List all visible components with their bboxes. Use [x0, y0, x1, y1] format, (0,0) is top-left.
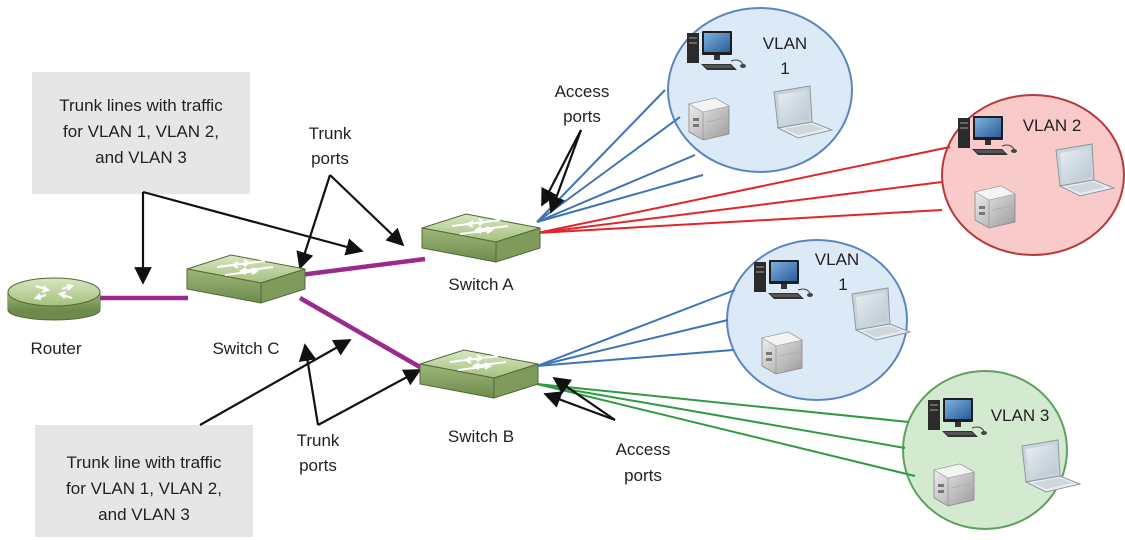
router-label: Router	[30, 339, 81, 358]
vlan2-printer-icon	[974, 185, 1016, 229]
trunk-links	[100, 256, 434, 376]
vlan3-label: VLAN 3	[991, 406, 1050, 425]
top-callout-line-1: Trunk lines with traffic	[59, 96, 223, 115]
access-ports-bottom-arrow-1	[552, 377, 616, 421]
trunk-ports-bottom-label-1: Trunk	[297, 431, 340, 450]
top-callout-arrow-switch-a	[142, 190, 364, 256]
vlan1-top-printer-icon	[688, 97, 730, 141]
vlan1-top-circle	[667, 7, 853, 173]
vlan1-middle-label-2: 1	[838, 275, 847, 294]
vlan1-middle-printer-icon	[761, 331, 803, 375]
bottom-callout-box	[35, 425, 253, 537]
trunk-ports-top-label-1: Trunk	[309, 124, 352, 143]
top-callout-line-3: and VLAN 3	[95, 148, 187, 167]
bottom-callout-line-3: and VLAN 3	[98, 505, 190, 524]
trunk-ports-bottom-label-2: ports	[299, 456, 337, 475]
switch-c-label: Switch C	[212, 339, 279, 358]
vlan3-links	[536, 383, 916, 477]
trunk-ports-top-arrow-c	[296, 174, 332, 270]
top-callout-box	[32, 72, 250, 194]
trunk-ports-bottom-arrow-c	[298, 343, 320, 426]
trunk-ports-bottom-arrow-b	[317, 369, 422, 426]
router-icon	[7, 277, 101, 321]
switch-b-icon	[419, 349, 539, 399]
access-ports-top-label-1: Access	[555, 82, 610, 101]
access-ports-top-arrow-1	[541, 129, 582, 207]
vlan1-top-label-2: 1	[780, 59, 789, 78]
vlan1-middle-label-1: VLAN	[815, 250, 859, 269]
vlan1-top-label-1: VLAN	[763, 34, 807, 53]
access-ports-top-label-2: ports	[563, 107, 601, 126]
switch-b-label: Switch B	[448, 427, 514, 446]
switch-a-label: Switch A	[448, 275, 514, 294]
vlan3-printer-icon	[933, 463, 975, 507]
access-ports-bottom-label-1: Access	[616, 440, 671, 459]
bottom-callout-line-2: for VLAN 1, VLAN 2,	[66, 479, 222, 498]
access-ports-top-arrow-2	[548, 129, 583, 214]
vlan2-links	[536, 146, 951, 234]
bottom-callout-line-1: Trunk line with traffic	[67, 453, 222, 472]
access-ports-bottom-arrow-2	[543, 391, 616, 422]
switch-c-icon	[186, 254, 306, 304]
bottom-callout-arrow	[199, 339, 352, 426]
vlan2-label: VLAN 2	[1023, 116, 1082, 135]
vlan3-laptop-icon	[1021, 439, 1081, 493]
vlan1-middle-links	[536, 289, 736, 367]
trunk-ports-top-label-2: ports	[311, 149, 349, 168]
trunk-ports-top-arrow-a	[329, 174, 405, 247]
switch-a-icon	[421, 213, 541, 263]
annotation-arrows	[134, 129, 616, 426]
access-ports-bottom-label-2: ports	[624, 466, 662, 485]
top-callout-line-2: for VLAN 1, VLAN 2,	[63, 122, 219, 141]
